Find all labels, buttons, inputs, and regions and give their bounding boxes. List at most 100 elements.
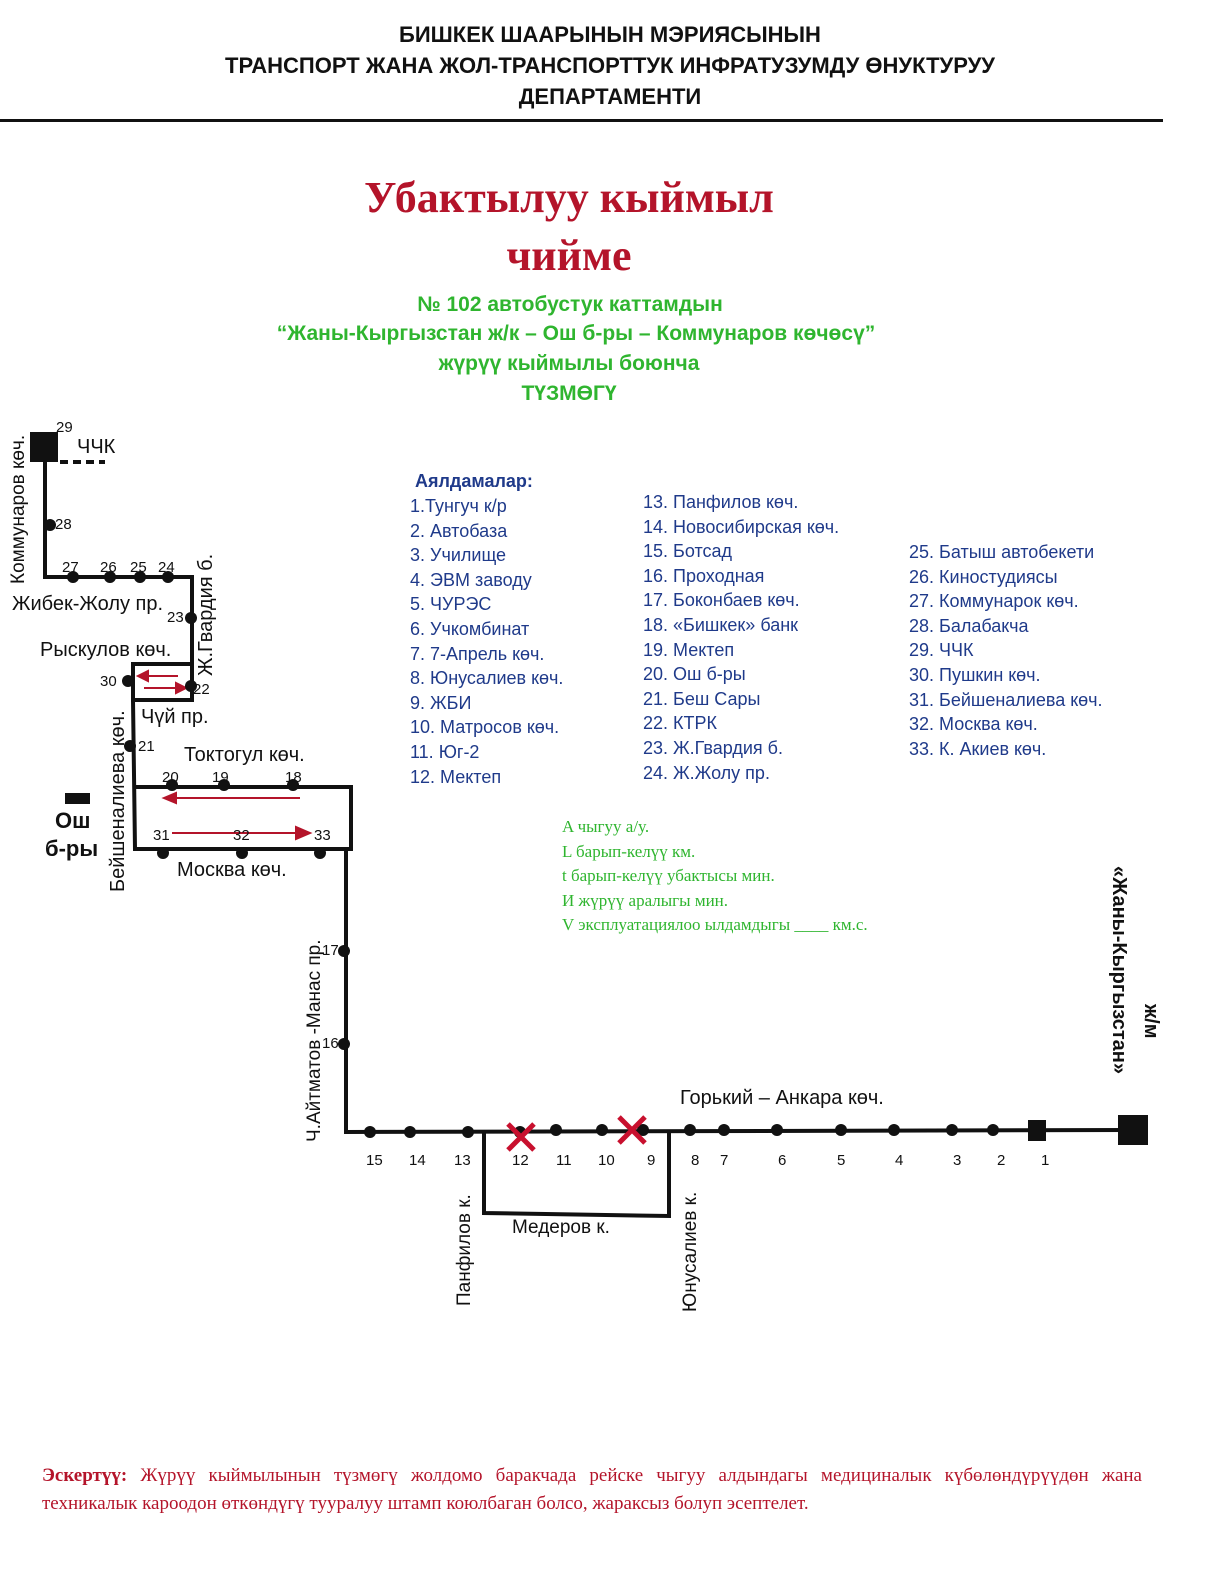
- label-toktogul: Токтогул көч.: [184, 744, 305, 766]
- stop-list-item: 28. Балабакча: [909, 615, 1029, 636]
- stop-list-item: 32. Москва көч.: [909, 714, 1038, 735]
- stop-8-number: 8: [691, 1152, 699, 1169]
- stop-20-number: 20: [162, 769, 179, 786]
- route-parameter: V эксплуатациялоо ылдамдыгы ____ км.с.: [562, 915, 868, 934]
- stop-list-item: 19. Мектеп: [643, 639, 735, 660]
- label-osh-2: б-ры: [45, 836, 98, 861]
- stop-list-item: 8. Юнусалиев көч.: [410, 668, 564, 689]
- stop-32-number: 32: [233, 827, 250, 844]
- stop-25-number: 25: [130, 559, 147, 576]
- stop-list-item: 27. Коммунарок көч.: [909, 591, 1079, 612]
- stop-32-dot: [236, 847, 248, 859]
- stop-19-dot: [218, 779, 230, 791]
- stop-17-dot: [338, 945, 350, 957]
- stop-13-dot: [462, 1126, 474, 1138]
- stop-25-dot: [134, 571, 146, 583]
- stop-26-dot: [104, 571, 116, 583]
- stop-31-dot: [157, 847, 169, 859]
- stop-list-item: 18. «Бишкек» банк: [643, 615, 799, 635]
- stop-7-dot: [718, 1124, 730, 1136]
- stop-2-number: 2: [997, 1152, 1005, 1169]
- route-parameter: t барып-келүү убактысы мин.: [562, 866, 775, 885]
- stop-markers: 1234567891011121314151617181920212223242…: [44, 419, 1049, 1169]
- stop-list-item: 12. Мектеп: [410, 766, 502, 787]
- stop-24-dot: [162, 571, 174, 583]
- stop-21-number: 21: [138, 738, 155, 755]
- stop-list-item: 11. Юг-2: [410, 742, 480, 762]
- stop-18-dot: [287, 779, 299, 791]
- stop-29-number: 29: [56, 419, 73, 436]
- route-parameter: И жүрүү аралыгы мин.: [562, 890, 729, 910]
- stop-6-dot: [771, 1124, 783, 1136]
- osh-bazar-marker: [65, 793, 90, 804]
- stop-33-number: 33: [314, 827, 331, 844]
- label-panfilov: Панфилов к.: [454, 1194, 475, 1306]
- stop-list-item: 3. Училище: [410, 545, 507, 566]
- stop-20-dot: [166, 779, 178, 791]
- stop-13-number: 13: [454, 1152, 471, 1169]
- direction-arrows: [135, 669, 313, 841]
- stop-list-item: 17. Боконбаев көч.: [643, 590, 800, 611]
- stop-list-item: 24. Ж.Жолу пр.: [643, 762, 770, 783]
- stop-list-item: 30. Пушкин көч.: [909, 665, 1041, 685]
- stop-4-number: 4: [895, 1152, 903, 1169]
- stop-list-item: 23. Ж.Гвардия б.: [643, 738, 783, 758]
- label-kommunarov: Коммунаров көч.: [8, 435, 29, 584]
- stop-list-item: 21. Беш Сары: [643, 688, 761, 709]
- closed-stop-12-cross-icon: [506, 1122, 536, 1152]
- subtitle-line-1: № 102 автобустук каттамдын: [417, 293, 723, 316]
- label-moskva: Москва көч.: [177, 859, 287, 881]
- stop-list-item: 2. Автобаза: [410, 520, 508, 541]
- header-divider: [0, 119, 1163, 122]
- header-line-3: ДЕПАРТАМЕНТИ: [518, 84, 702, 109]
- label-chuy: Чүй пр.: [141, 706, 209, 728]
- stop-24-number: 24: [158, 559, 175, 576]
- stop-18-number: 18: [285, 769, 302, 786]
- stop-5-dot: [835, 1124, 847, 1136]
- stop-30-dot: [122, 675, 134, 687]
- closed-stop-9-cross-icon: [617, 1115, 647, 1145]
- stop-list-item: 25. Батыш автобекети: [909, 542, 1095, 562]
- label-osh-1: Ош: [55, 808, 90, 833]
- label-zhm: ж/м: [1140, 1003, 1162, 1039]
- stop-list-item: 20. Ош б-ры: [643, 664, 746, 685]
- closed-stop-crosses: [506, 1115, 647, 1152]
- label-beishenalieva: Бейшеналиева көч.: [107, 710, 129, 892]
- street-labels: Коммунаров көч. ЧЧК Жибек-Жолу пр. Ж.Гва…: [8, 435, 1162, 1312]
- stop-14-dot: [404, 1126, 416, 1138]
- stop-33-dot: [314, 847, 326, 859]
- route-beishenalieva: [131, 699, 353, 851]
- stop-8-dot: [684, 1124, 696, 1136]
- stop-15-dot: [364, 1126, 376, 1138]
- stop-list-item: 26. Киностудиясы: [909, 566, 1058, 587]
- stop-9-number: 9: [647, 1152, 655, 1169]
- label-aitmatov: Ч.Айтматов -Манас пр.: [304, 940, 325, 1142]
- stop-list-item: 10. Матросов көч.: [410, 717, 560, 738]
- stop-list-item: 15. Ботсад: [643, 541, 733, 562]
- stop-list-item: 4. ЭВМ заводу: [410, 569, 532, 590]
- stop-15-number: 15: [366, 1152, 383, 1169]
- stop-31-number: 31: [153, 827, 170, 844]
- stop-3-dot: [946, 1124, 958, 1136]
- label-ryskulov: Рыскулов көч.: [40, 639, 171, 661]
- stop-list-item: 7. 7-Апрель көч.: [410, 643, 545, 664]
- stop-12-number: 12: [512, 1152, 529, 1169]
- stop-27-dot: [67, 571, 79, 583]
- stop-5-number: 5: [837, 1152, 845, 1169]
- title-line-2: чийме: [506, 231, 632, 280]
- stop-16-dot: [338, 1038, 350, 1050]
- label-gorky: Горький – Анкара көч.: [680, 1087, 884, 1109]
- stop-7-number: 7: [720, 1152, 728, 1169]
- stop-14-number: 14: [409, 1152, 426, 1169]
- stop-1-marker: [1028, 1120, 1046, 1141]
- route-mederov-loop: [482, 1132, 671, 1219]
- stop-list-item: 22. КТРК: [643, 713, 717, 734]
- stop-22-number: 22: [193, 681, 210, 698]
- note-label: Эскертүү:: [42, 1465, 128, 1486]
- stop-27-number: 27: [62, 559, 79, 576]
- stop-28-dot: [44, 519, 56, 531]
- terminal-chchk: [30, 432, 58, 462]
- stops-heading: Аялдамалар:: [415, 471, 533, 491]
- stop-17-number: 17: [322, 942, 339, 959]
- route-aitmatov-gorky: [344, 849, 1133, 1135]
